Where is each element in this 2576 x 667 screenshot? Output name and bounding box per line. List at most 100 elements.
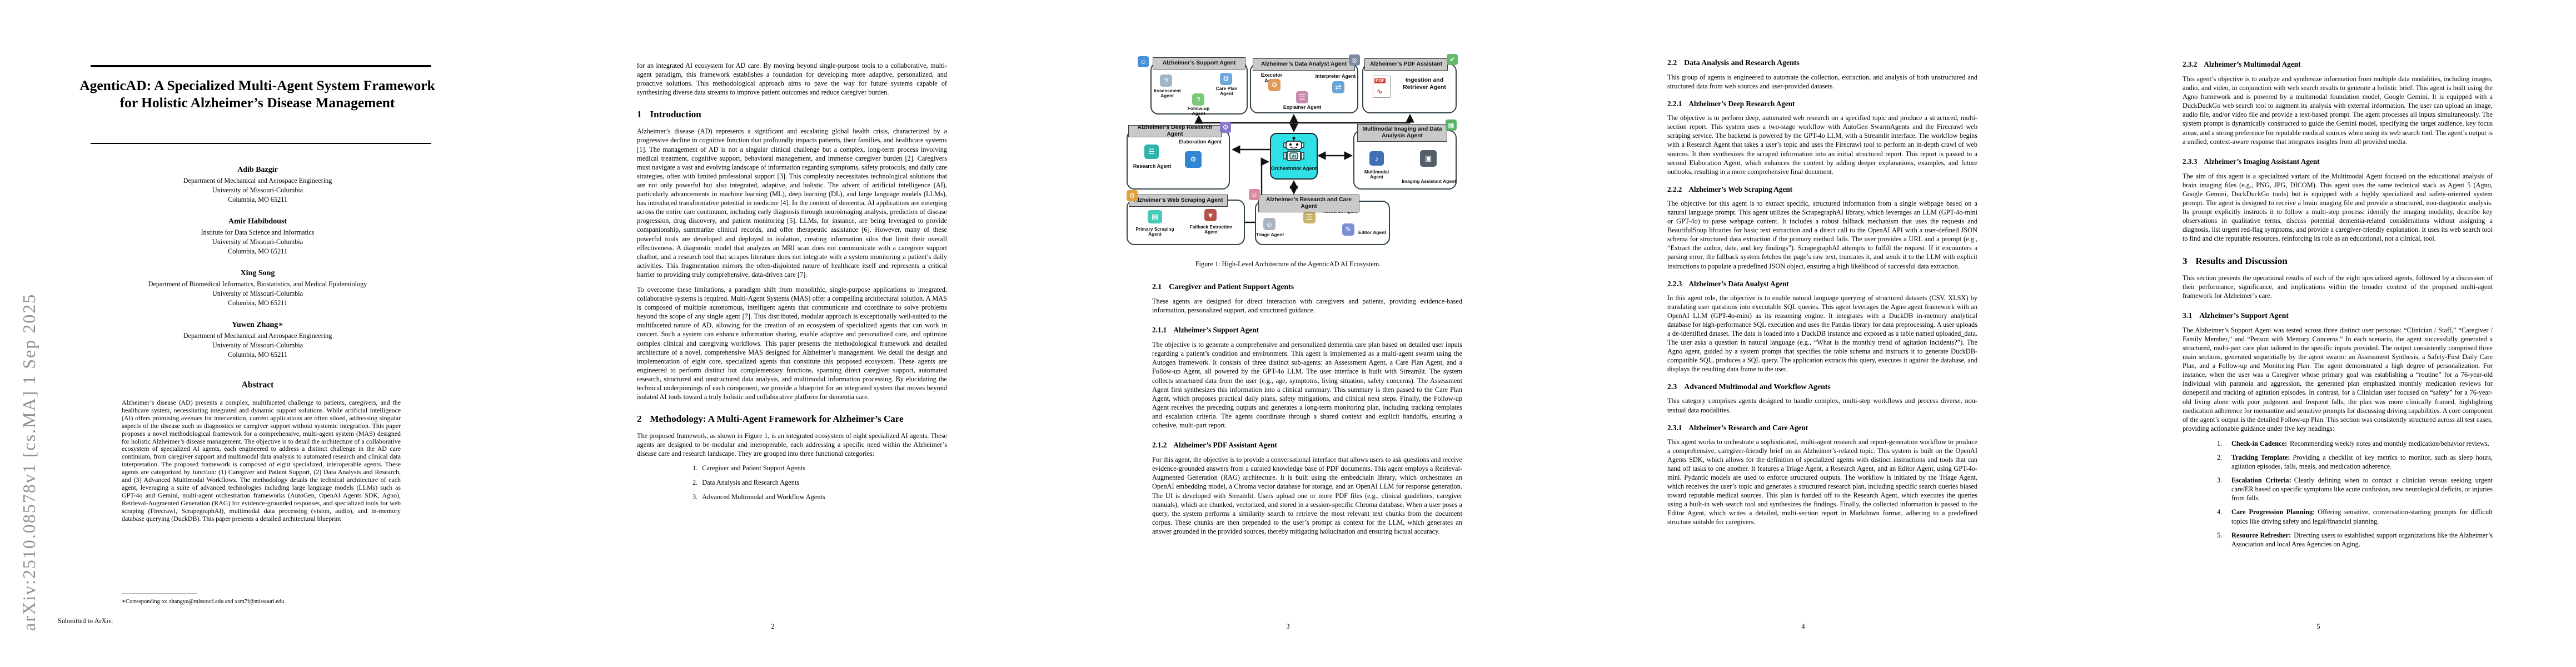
title-rule-top xyxy=(91,65,431,67)
page-number: 2 xyxy=(771,623,775,630)
orchestrator-agent-label: Orchestrator Agent xyxy=(1270,166,1317,171)
subsection-heading-2-1-1: 2.1.1 Alzheimer’s Support Agent xyxy=(1152,326,1462,335)
category-list-item: 3. Advanced Multimodal and Workflow Agent… xyxy=(692,493,947,501)
author-block: Yuwen Zhang∗ Department of Mechanical an… xyxy=(0,320,515,359)
figure-group-web-scraping xyxy=(1127,200,1245,245)
paragraph-3: This section presents the operational re… xyxy=(2183,273,2493,300)
author-affiliation: Columbia, MO 65211 xyxy=(228,350,287,359)
research-agent-label: Research Agent xyxy=(1133,163,1172,169)
gears-icon: ⚙ xyxy=(1127,190,1138,201)
list-text: Advanced Multimodal and Workflow Agents xyxy=(702,493,825,501)
list-text: Providing a checklist of key metrics to … xyxy=(2231,454,2493,471)
caregiver-person-icon: ☺ xyxy=(1138,56,1149,67)
list-text: Recommending weekly notes and monthly me… xyxy=(2290,439,2489,447)
list-number: 1. xyxy=(2217,439,2223,447)
section-title: Caregiver and Patient Support Agents xyxy=(1169,282,1294,291)
elaboration-agent-icon: ⚙ xyxy=(1185,151,1202,168)
followup-list-item: 1.Check-in Cadence:Recommending weekly n… xyxy=(2217,439,2493,448)
list-text: Directing users to established support o… xyxy=(2231,531,2493,548)
executor-agent-icon: ⚙ xyxy=(1268,79,1280,91)
section-number: 2.2 xyxy=(1667,58,1677,67)
imaging-assistant-agent-icon: ▣ xyxy=(1420,150,1437,167)
author-name: Xing Song xyxy=(240,269,275,277)
category-list-item: 1. Caregiver and Patient Support Agents xyxy=(692,464,947,472)
section-title: Alzheimer’s Support Agent xyxy=(2199,311,2289,320)
author-affiliation: Department of Biomedical Informatics, Bi… xyxy=(148,280,367,288)
section-number: 3 xyxy=(2183,255,2188,266)
scientist-icon: ☺ xyxy=(1249,189,1260,200)
section-title: Alzheimer’s Deep Research Agent xyxy=(1688,99,1795,108)
list-label: Escalation Criteria: xyxy=(2231,476,2291,485)
fallback-extraction-agent-label: Fallback Extraction Agent xyxy=(1189,224,1233,235)
subsection-heading-2-2-2: 2.2.2 Alzheimer’s Web Scraping Agent xyxy=(1667,185,1977,194)
multimodal-agent-icon: ♪ xyxy=(1369,151,1384,166)
pdf-squiggle: ∿ xyxy=(1377,87,1383,96)
paragraph-2-1: These agents are designed for direct int… xyxy=(1152,297,1462,315)
section-heading-results: 3 Results and Discussion xyxy=(2183,256,2493,267)
methodology-intro: The proposed framework, as shown in Figu… xyxy=(637,432,947,458)
paragraph-3-1: The Alzheimer’s Support Agent was tested… xyxy=(2183,326,2493,432)
section-title: Advanced Multimodal and Workflow Agents xyxy=(1684,382,1831,391)
section-title: Alzheimer’s Support Agent xyxy=(1173,326,1259,335)
section-number: 2 xyxy=(637,414,642,425)
list-text: Clearly defining when to contact a clini… xyxy=(2231,476,2493,502)
section-number: 2.2.2 xyxy=(1667,185,1682,193)
paragraph-2-3-3: The aim of this agent is a specialized v… xyxy=(2183,172,2493,243)
list-number: 1. xyxy=(692,464,698,472)
section-number: 2.3.1 xyxy=(1667,423,1682,432)
subsection-heading-2-2: 2.2 Data Analysis and Research Agents xyxy=(1667,58,1977,67)
multimodal-group-header: Multimodal Imaging and Data Analysis Age… xyxy=(1357,124,1447,142)
subsection-heading-2-3-3: 2.3.3 Alzheimer’s Imaging Assistant Agen… xyxy=(2183,157,2493,166)
section-title: Alzheimer’s Web Scraping Agent xyxy=(1688,185,1793,193)
author-affiliation: Columbia, MO 65211 xyxy=(228,298,287,307)
interpreter-agent-icon: ⇄ xyxy=(1332,81,1344,93)
explainer-agent-icon: ☰ xyxy=(1296,91,1308,103)
section-number: 2.1.2 xyxy=(1152,441,1167,450)
section-title: Results and Discussion xyxy=(2195,255,2288,266)
figure-group-deep-research xyxy=(1127,130,1230,190)
page-number: 3 xyxy=(1286,623,1290,630)
paragraph-2-3: This category comprises agents designed … xyxy=(1667,397,1977,414)
paragraph-2-2-2: The objective for this agent is to extra… xyxy=(1667,199,1977,270)
orchestrator-agent-box: AI Orchestrator Agent xyxy=(1270,133,1318,180)
list-number: 3. xyxy=(2217,476,2223,485)
image-gear-icon: ▦ xyxy=(1446,120,1457,131)
paper-title: AgenticAD: A Specialized Multi-Agent Sys… xyxy=(79,77,435,111)
figure-1-caption: Figure 1: High-Level Architecture of the… xyxy=(1195,260,1381,268)
elaboration-agent-label: Elaboration Agent xyxy=(1178,139,1222,145)
care-plan-agent-icon: ⚙ xyxy=(1220,73,1232,85)
author-block: Xing Song Department of Biomedical Infor… xyxy=(0,269,515,307)
section-number: 2.2.3 xyxy=(1667,279,1682,288)
section-title: Data Analysis and Research Agents xyxy=(1684,58,1800,67)
author-affiliation: University of Missouri-Columbia xyxy=(212,341,303,349)
orchestrator-robot-icon: AI xyxy=(1283,137,1304,161)
author-name: Adib Bazgir xyxy=(237,166,278,174)
followup-list-item: 2.Tracking Template:Providing a checklis… xyxy=(2217,453,2493,471)
subsection-heading-2-2-3: 2.2.3 Alzheimer’s Data Analyst Agent xyxy=(1667,280,1977,288)
section-title: Alzheimer’s Data Analyst Agent xyxy=(1688,279,1789,288)
list-number: 2. xyxy=(2217,454,2223,461)
followup-list-item: 5.Resource Refresher:Directing users to … xyxy=(2217,531,2493,549)
category-list-item: 2.Data Analysis and Research Agents xyxy=(692,479,947,487)
section-number: 2.3.3 xyxy=(2183,157,2198,166)
paragraph-2-2: This group of agents is engineered to au… xyxy=(1667,73,1977,91)
primary-scraping-agent-label: Primary Scraping Agent xyxy=(1135,226,1174,237)
subsection-heading-2-1-2: 2.1.2 Alzheimer’s PDF Assistant Agent xyxy=(1152,441,1462,450)
section-heading-introduction: 1 Introduction xyxy=(637,109,947,120)
robot-gear-icon: ⚙ xyxy=(1220,122,1231,133)
triage-agent-label: Triage Agent xyxy=(1255,232,1284,237)
author-affiliation: Department of Mechanical and Aerospace E… xyxy=(183,177,332,185)
paragraph-2-1-2: For this agent, the objective is to prov… xyxy=(1152,456,1462,535)
section-number: 2.1.1 xyxy=(1152,326,1167,335)
triage-agent-icon: ☺ xyxy=(1263,218,1275,230)
list-label: Resource Refresher: xyxy=(2231,531,2291,539)
list-number: 3. xyxy=(692,493,698,501)
imaging-assistant-agent-label: Imaging Assistant Agent xyxy=(1402,178,1456,184)
svg-text:AI: AI xyxy=(1292,155,1296,159)
author-affiliation: University of Missouri-Columbia xyxy=(212,186,303,194)
flask-magnifier-icon: ◎ xyxy=(1349,54,1360,66)
list-text: Caregiver and Patient Support Agents xyxy=(702,464,806,472)
subsection-heading-2-3-2: 2.3.2 Alzheimer’s Multimodal Agent xyxy=(2183,60,2493,69)
followup-list-item: 4.Care Progression Planning:Offering sen… xyxy=(2217,507,2493,525)
